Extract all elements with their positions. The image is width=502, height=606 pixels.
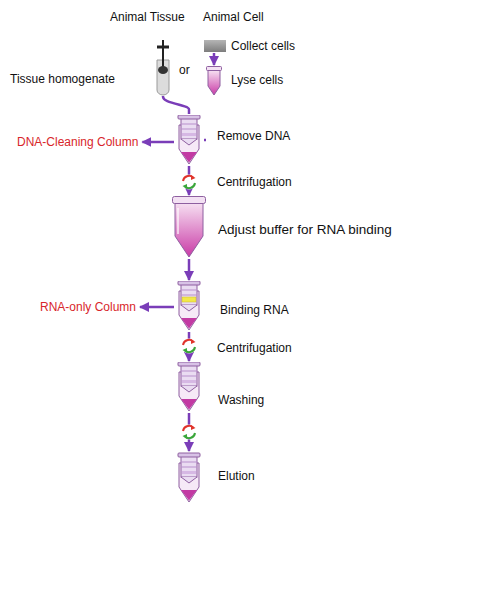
step-label: Lyse cells xyxy=(231,73,283,87)
note-label: or xyxy=(179,63,190,77)
centrifuge-symbol xyxy=(182,175,197,190)
buffer-tube-icon xyxy=(173,197,206,258)
edge-label: Centrifugation xyxy=(217,341,292,355)
step-label: Tissue homogenate xyxy=(10,72,115,86)
flow-arrow xyxy=(142,141,174,144)
lysis-node: Lyse cells xyxy=(206,66,222,96)
flow-arrow xyxy=(163,96,189,114)
flow-arrow xyxy=(204,139,206,142)
rna-membrane xyxy=(182,297,196,302)
lysis-tube-icon xyxy=(207,67,222,96)
centrifuge-symbol xyxy=(182,339,197,354)
column-label: DNA-Cleaning Column xyxy=(17,135,138,149)
column-label-node: DNA-Cleaning Column xyxy=(17,135,138,149)
elution-column-icon xyxy=(178,453,200,502)
step-label: Washing xyxy=(218,393,264,407)
column-label: RNA-only Column xyxy=(40,300,136,314)
centrifuge-symbol xyxy=(182,425,197,440)
homogenizer-icon xyxy=(157,40,169,95)
edge-label: Centrifugation xyxy=(217,175,292,189)
step-label: Elution xyxy=(218,469,255,483)
step-node: Elution xyxy=(176,452,202,504)
cell-pellet-icon xyxy=(204,40,226,52)
step-label: Animal Tissue xyxy=(110,10,185,24)
flow-arrow xyxy=(188,259,191,280)
dna-column-icon xyxy=(178,115,200,164)
step-label: Binding RNA xyxy=(220,303,289,317)
step-node: Remove DNA xyxy=(176,115,202,165)
step-label: Animal Cell xyxy=(203,10,264,24)
step-label: Collect cells xyxy=(231,39,295,53)
tissue-node: Animal TissueTissue homogenate xyxy=(154,38,172,95)
cell-node: Animal CellCollect cells xyxy=(204,40,226,52)
step-node: Washing xyxy=(176,362,202,412)
step-label: Remove DNA xyxy=(217,129,290,143)
step-node: Adjust buffer for RNA binding xyxy=(172,196,206,258)
step-label: Adjust buffer for RNA binding xyxy=(218,223,392,237)
step-node: Binding RNA xyxy=(176,281,202,331)
rna-column-icon xyxy=(178,281,200,330)
flow-arrow xyxy=(213,53,216,65)
column-label-node: RNA-only Column xyxy=(40,300,136,314)
flow-arrow xyxy=(140,306,174,309)
wash-column-icon xyxy=(178,362,200,411)
